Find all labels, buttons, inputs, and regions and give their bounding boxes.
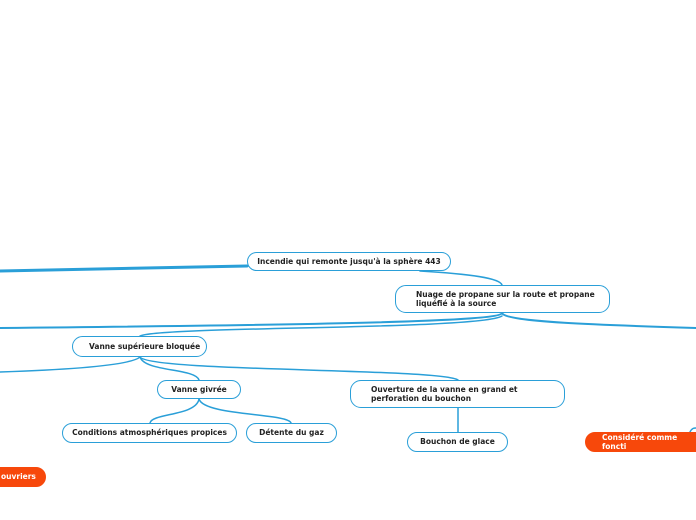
- node-detente-gaz-label: Détente du gaz: [259, 428, 324, 438]
- node-considere-fonctionnel[interactable]: Considéré comme foncti: [585, 432, 696, 452]
- node-considere-fonctionnel-label: Considéré comme foncti: [602, 432, 678, 452]
- node-bouchon-glace[interactable]: Bouchon de glace: [407, 432, 508, 452]
- node-incendie[interactable]: Incendie qui remonte jusqu'à la sphère 4…: [247, 252, 451, 271]
- node-ouverture-vanne[interactable]: Ouverture de la vanne en grand et perfor…: [350, 380, 565, 408]
- node-vanne-givree[interactable]: Vanne givrée: [157, 380, 241, 399]
- node-ouvriers-label: ouvriers: [1, 472, 36, 482]
- connector-nuage-vanne-sup: [139, 315, 503, 337]
- connector-vanne-sup-offscreen: [0, 356, 141, 373]
- node-incendie-label: Incendie qui remonte jusqu'à la sphère 4…: [257, 256, 441, 266]
- connector-givree-conditions: [149, 398, 200, 424]
- node-detente-gaz[interactable]: Détente du gaz: [246, 423, 337, 443]
- connector-incendie-nuage: [419, 270, 503, 286]
- node-vanne-superieure[interactable]: Vanne supérieure bloquée: [72, 336, 207, 357]
- node-nuage-propane[interactable]: Nuage de propane sur la route et propane…: [395, 285, 610, 313]
- node-bouchon-glace-label: Bouchon de glace: [420, 437, 495, 447]
- node-conditions-atmospheriques[interactable]: Conditions atmosphériques propices: [62, 423, 237, 443]
- connector-vanne-sup-givree: [139, 356, 200, 381]
- connector-nuage-right: [501, 312, 696, 329]
- connector-nuage-left: [0, 312, 503, 329]
- connector-considere: [689, 427, 696, 433]
- connector-givree-detente: [198, 398, 292, 424]
- connector-root-offscreen: [0, 264, 249, 273]
- node-conditions-atmospheriques-label: Conditions atmosphériques propices: [72, 428, 227, 438]
- node-ouvriers[interactable]: ouvriers: [0, 467, 46, 487]
- node-vanne-givree-label: Vanne givrée: [171, 384, 227, 394]
- connector-vanne-sup-ouverture: [139, 356, 459, 381]
- node-ouverture-vanne-label: Ouverture de la vanne en grand et perfor…: [371, 384, 518, 404]
- node-nuage-propane-label: Nuage de propane sur la route et propane…: [416, 289, 595, 309]
- node-vanne-superieure-label: Vanne supérieure bloquée: [89, 341, 201, 351]
